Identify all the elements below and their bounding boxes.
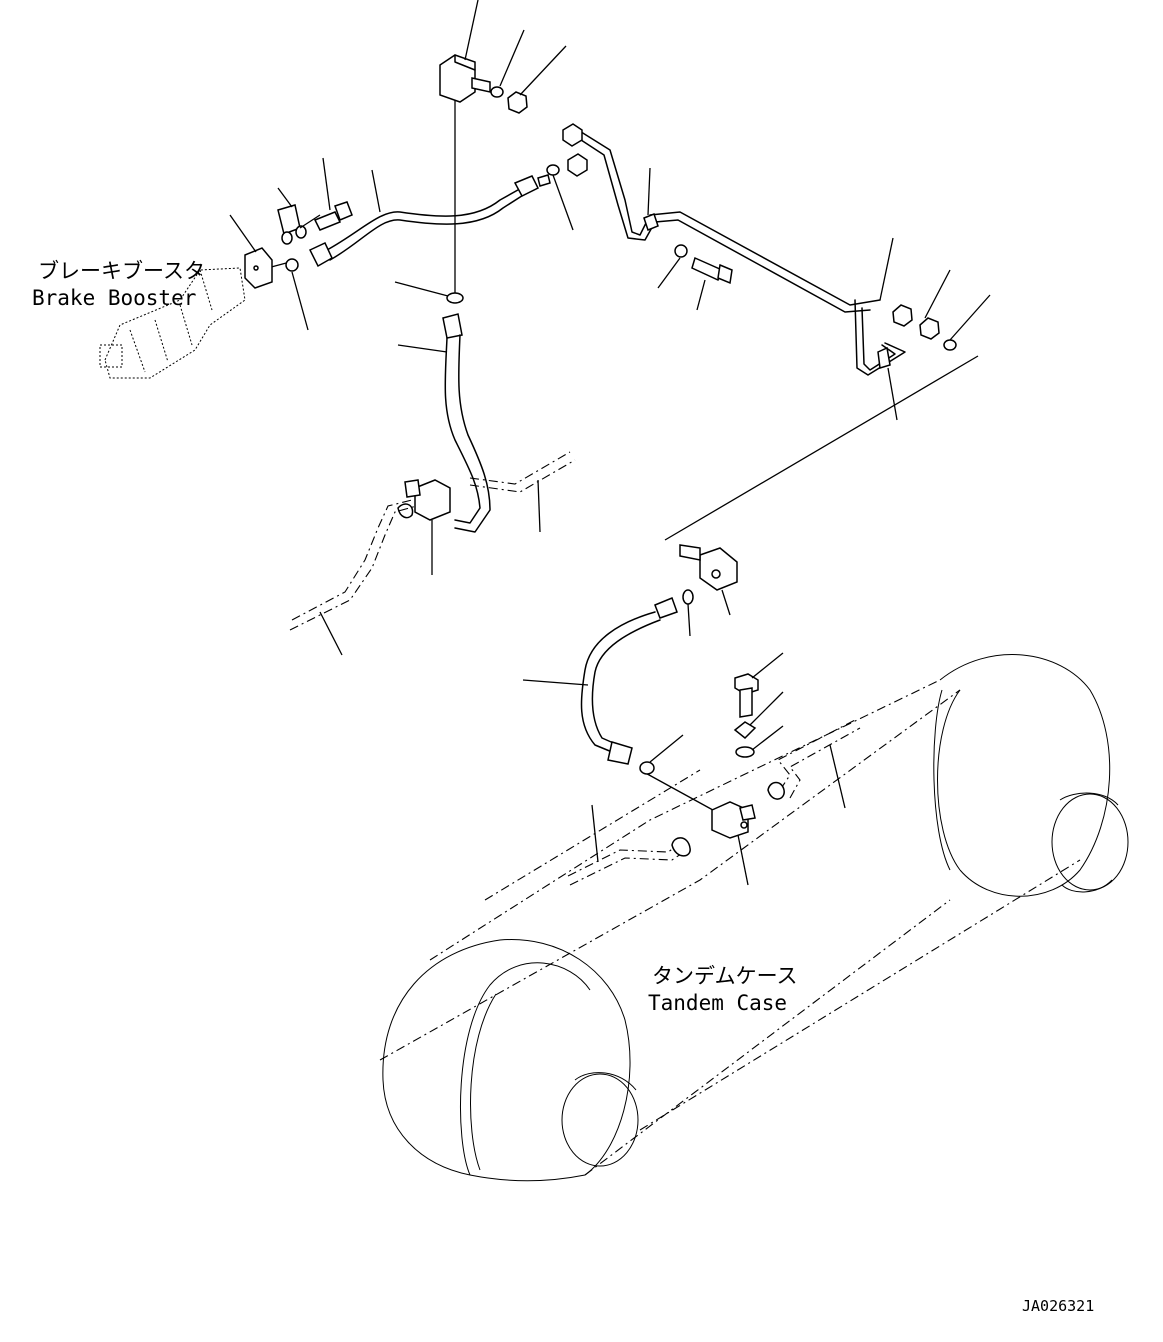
tandem-case-label-jp: タンデムケース bbox=[652, 964, 798, 988]
washer-lower-2 bbox=[639, 761, 655, 775]
tandem-case-label-en: Tandem Case bbox=[648, 991, 787, 1015]
brake-booster bbox=[99, 267, 246, 379]
washer-lower-1 bbox=[682, 589, 694, 605]
washer-hose-end bbox=[546, 164, 560, 176]
bracket-plate bbox=[244, 247, 273, 289]
steel-pipe-right bbox=[562, 123, 906, 376]
nut-top bbox=[507, 91, 528, 114]
hose-upper bbox=[308, 174, 551, 268]
nut-pipe-end-2 bbox=[919, 317, 940, 340]
washer-pipe-end bbox=[943, 339, 957, 351]
spacer-1 bbox=[767, 781, 785, 800]
hose-center bbox=[442, 313, 491, 533]
brake-booster-label-en: Brake Booster bbox=[32, 286, 196, 310]
bolt-pipe-clamp bbox=[691, 256, 733, 285]
tee-block-center bbox=[397, 479, 451, 521]
washer-lower-3 bbox=[735, 746, 755, 758]
washer-bracket-3 bbox=[285, 258, 299, 272]
drawing-id: JA026321 bbox=[1022, 1297, 1094, 1315]
frame-phantom-upper bbox=[289, 451, 576, 631]
nut-lower bbox=[733, 721, 757, 740]
tandem-case bbox=[379, 654, 1129, 1182]
tee-block-lower bbox=[711, 801, 756, 839]
washer-pipe-left bbox=[674, 244, 688, 258]
washer-top bbox=[490, 86, 504, 98]
spacer-2 bbox=[671, 837, 691, 857]
assembly-axes bbox=[259, 95, 979, 816]
washer-bracket-2 bbox=[295, 225, 307, 239]
washer-center bbox=[446, 292, 464, 304]
leader-lines bbox=[229, 0, 991, 886]
bolt-lower bbox=[734, 673, 759, 718]
tee-block-top bbox=[439, 54, 491, 103]
bolt-bracket bbox=[313, 201, 353, 231]
hose-lower bbox=[580, 597, 678, 765]
brake-booster-label-jp: ブレーキブースタ bbox=[38, 259, 205, 283]
nut-pipe-end bbox=[892, 304, 913, 327]
tee-block-lower-top bbox=[679, 544, 738, 591]
washer-bracket-1 bbox=[281, 231, 293, 245]
